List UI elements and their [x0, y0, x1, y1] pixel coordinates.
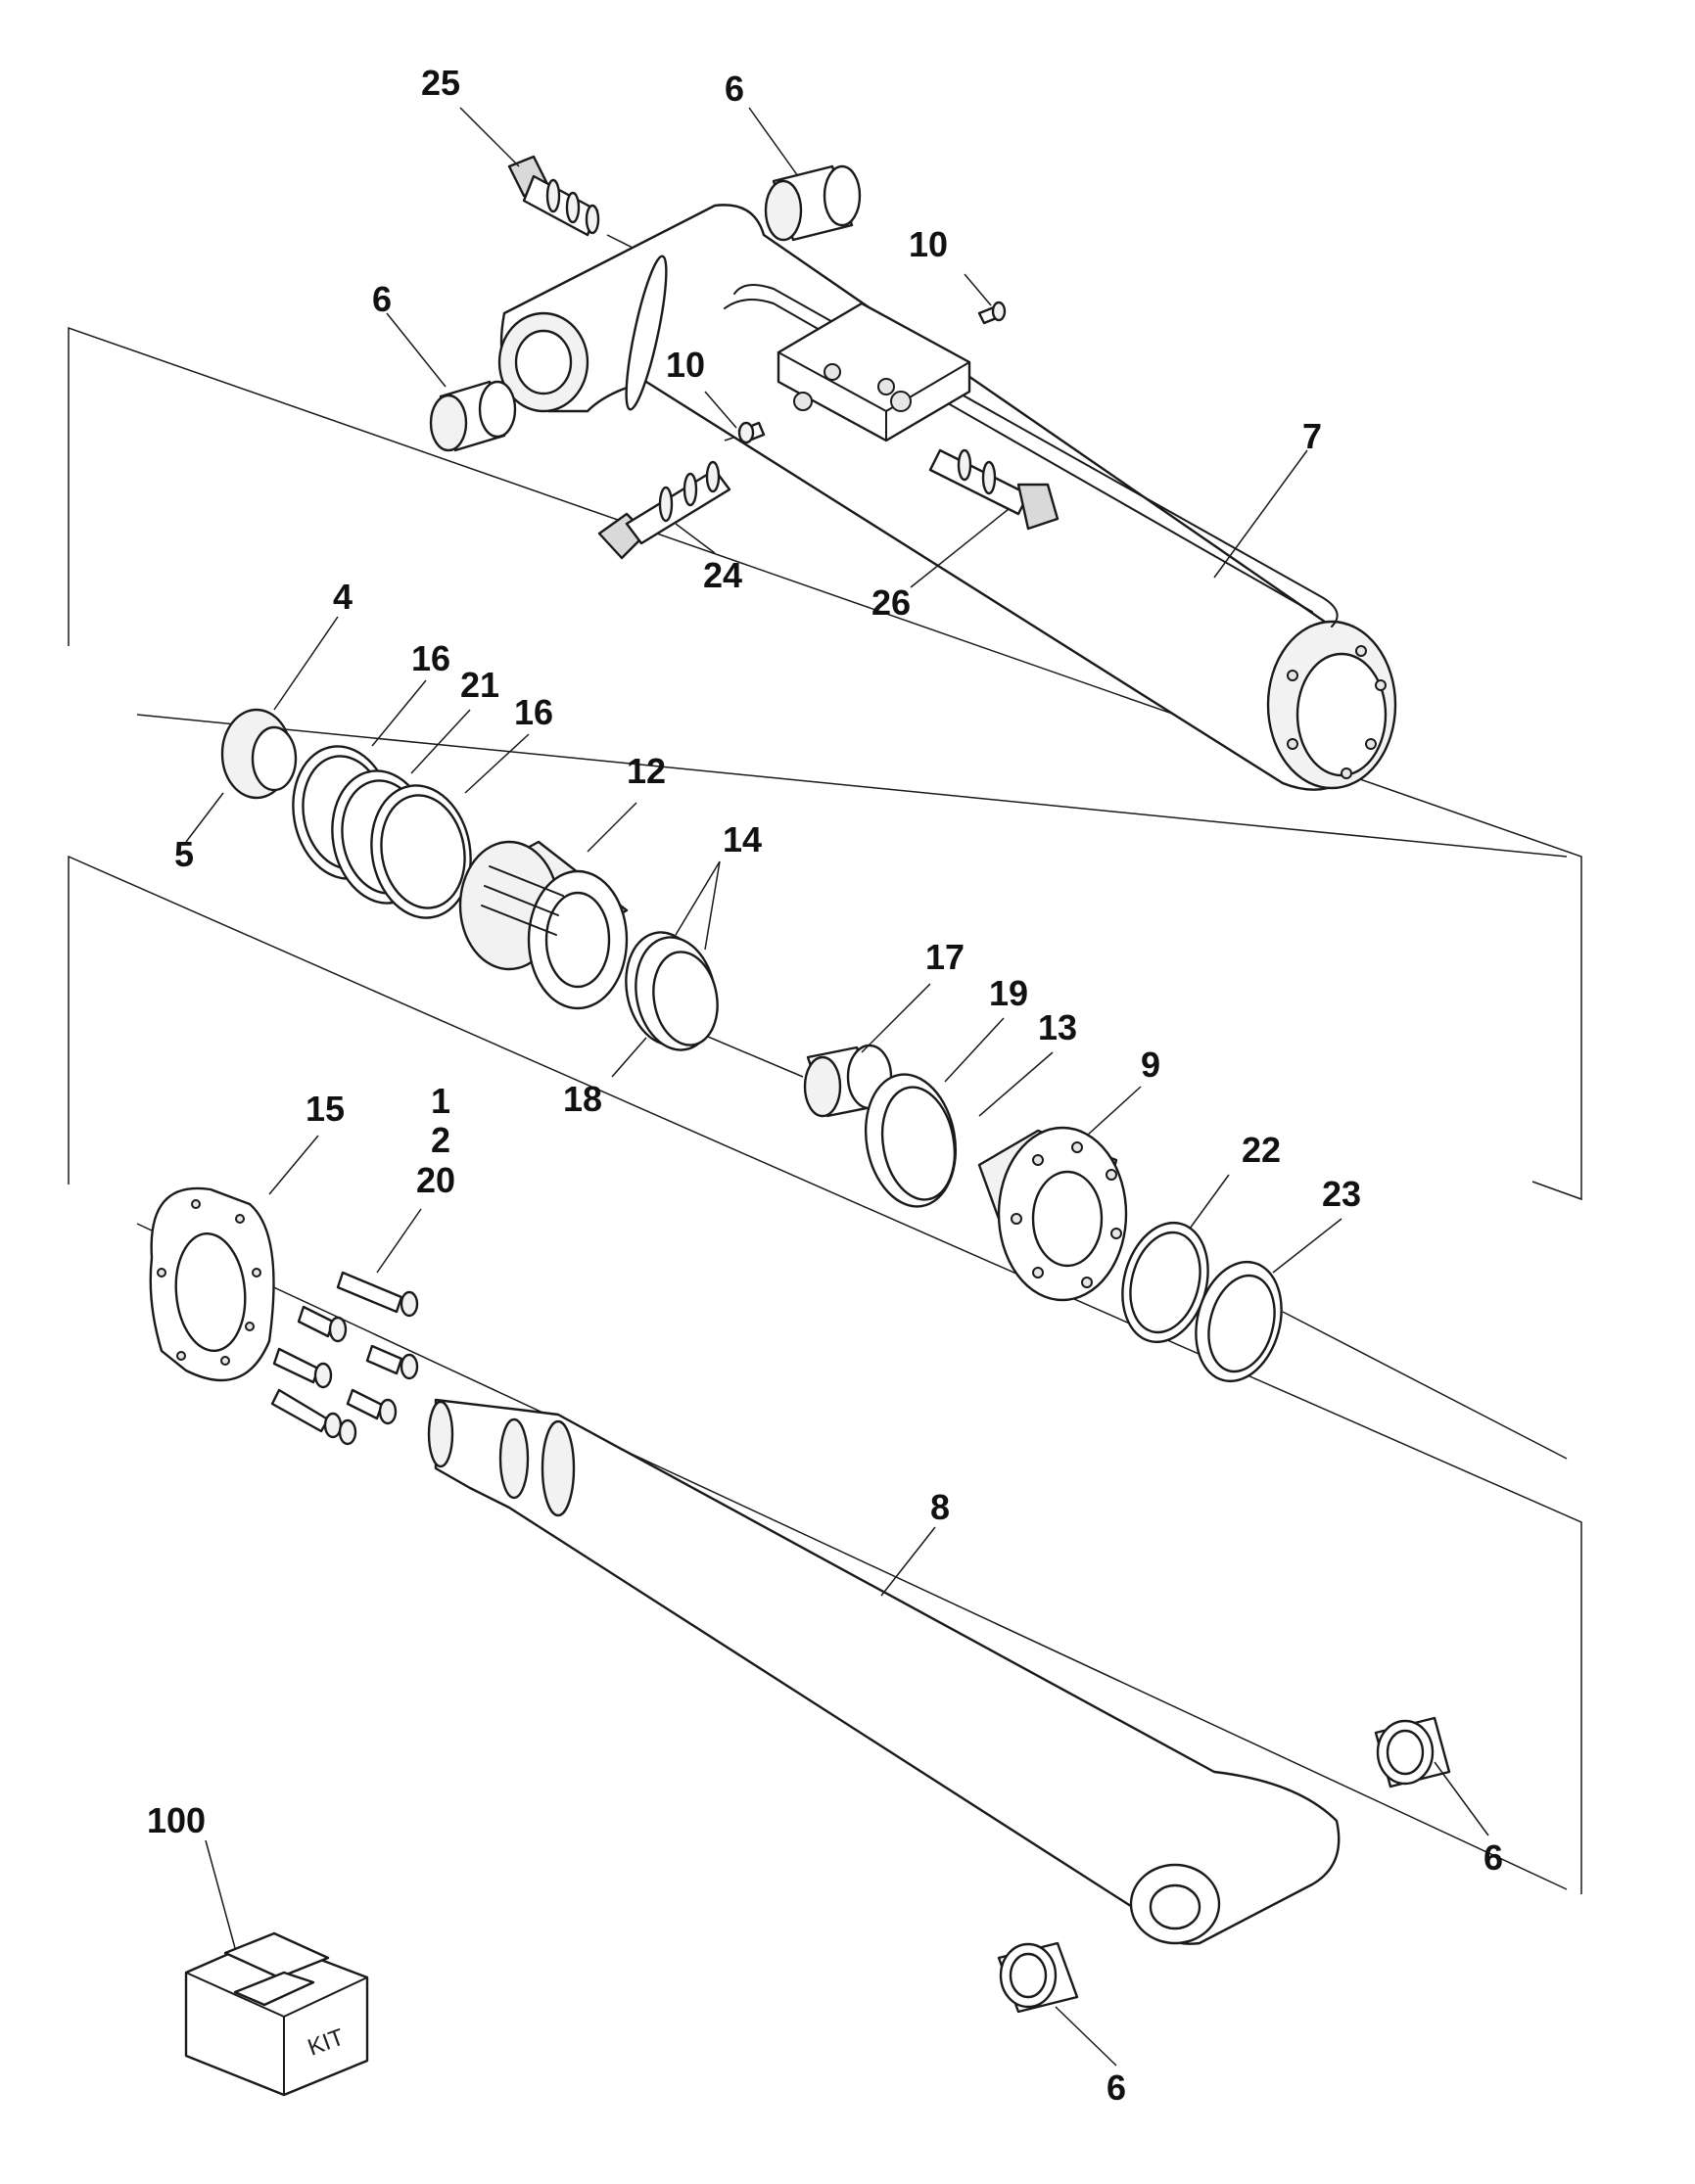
- locknut-4: [220, 708, 298, 800]
- flange-15: [149, 1186, 275, 1382]
- bolts-20: [270, 1271, 419, 1446]
- callout-7: 7: [1302, 416, 1322, 456]
- callout-10-upper: 10: [909, 224, 948, 264]
- callout-17: 17: [925, 937, 965, 977]
- callout-12: 12: [627, 751, 666, 791]
- bolt-2: [297, 1305, 348, 1343]
- seal-16-b: [370, 784, 472, 919]
- piston-12: [458, 840, 629, 1010]
- callout-15: 15: [306, 1089, 345, 1129]
- rings-14: [625, 931, 719, 1051]
- callout-6-top-left: 6: [372, 279, 392, 319]
- lower-assembly-frame: [68, 855, 1582, 1894]
- bolt-3: [365, 1344, 419, 1380]
- piston-rod-8: [427, 1398, 1341, 1945]
- bushing-17: [803, 1044, 893, 1118]
- plug-10-upper: [977, 301, 1007, 325]
- callout-23: 23: [1322, 1174, 1361, 1214]
- bolt-4: [272, 1347, 333, 1389]
- bushing-6-bottom-right: [1374, 1716, 1451, 1789]
- leader-lines: [185, 107, 1489, 2067]
- callout-8: 8: [930, 1487, 950, 1527]
- cylinder-barrel: [497, 204, 1397, 791]
- fitting-25: [507, 155, 600, 237]
- callout-4: 4: [333, 577, 353, 617]
- callout-19: 19: [989, 973, 1028, 1013]
- ring-19: [864, 1073, 958, 1208]
- bolt-5: [346, 1388, 398, 1425]
- fitting-26: [928, 448, 1059, 531]
- bushing-6-bottom-center: [997, 1941, 1079, 2014]
- bolt-1: [336, 1271, 419, 1318]
- upper-assembly-frame: [68, 326, 1582, 1201]
- callout-18: 18: [563, 1079, 602, 1119]
- callout-21: 21: [460, 665, 499, 705]
- callout-9: 9: [1141, 1045, 1160, 1085]
- callout-6-bottom-right: 6: [1483, 1837, 1503, 1878]
- callout-13: 13: [1038, 1007, 1077, 1047]
- callout-labels: 25 6 6 10 10 7 24 26 4 16 21 16 5 12 14 …: [147, 63, 1503, 2108]
- bolt-6: [270, 1388, 357, 1446]
- callout-24: 24: [703, 555, 742, 595]
- plug-10-lower: [737, 421, 766, 444]
- callout-100: 100: [147, 1800, 206, 1840]
- callout-10-lower: 10: [666, 345, 705, 385]
- callout-26: 26: [871, 582, 911, 623]
- callout-25: 25: [421, 63, 460, 103]
- bushing-6-top-left: [429, 380, 517, 452]
- callout-16-b: 16: [514, 692, 553, 732]
- callout-16-a: 16: [411, 638, 450, 678]
- ring-22: [1121, 1221, 1209, 1344]
- ring-23: [1195, 1260, 1283, 1383]
- callout-6-bottom-center: 6: [1106, 2068, 1126, 2108]
- kit-box-100: KIT: [184, 1931, 369, 2097]
- bushing-6-top-right: [764, 164, 862, 242]
- callout-2: 2: [431, 1120, 450, 1160]
- gland-9: [977, 1126, 1128, 1302]
- callout-5: 5: [174, 834, 194, 874]
- fitting-24: [597, 460, 731, 560]
- callout-1: 1: [431, 1081, 450, 1121]
- callout-22: 22: [1242, 1130, 1281, 1170]
- callout-14: 14: [723, 819, 762, 860]
- callout-6-top-right: 6: [725, 69, 744, 109]
- callout-20: 20: [416, 1160, 455, 1200]
